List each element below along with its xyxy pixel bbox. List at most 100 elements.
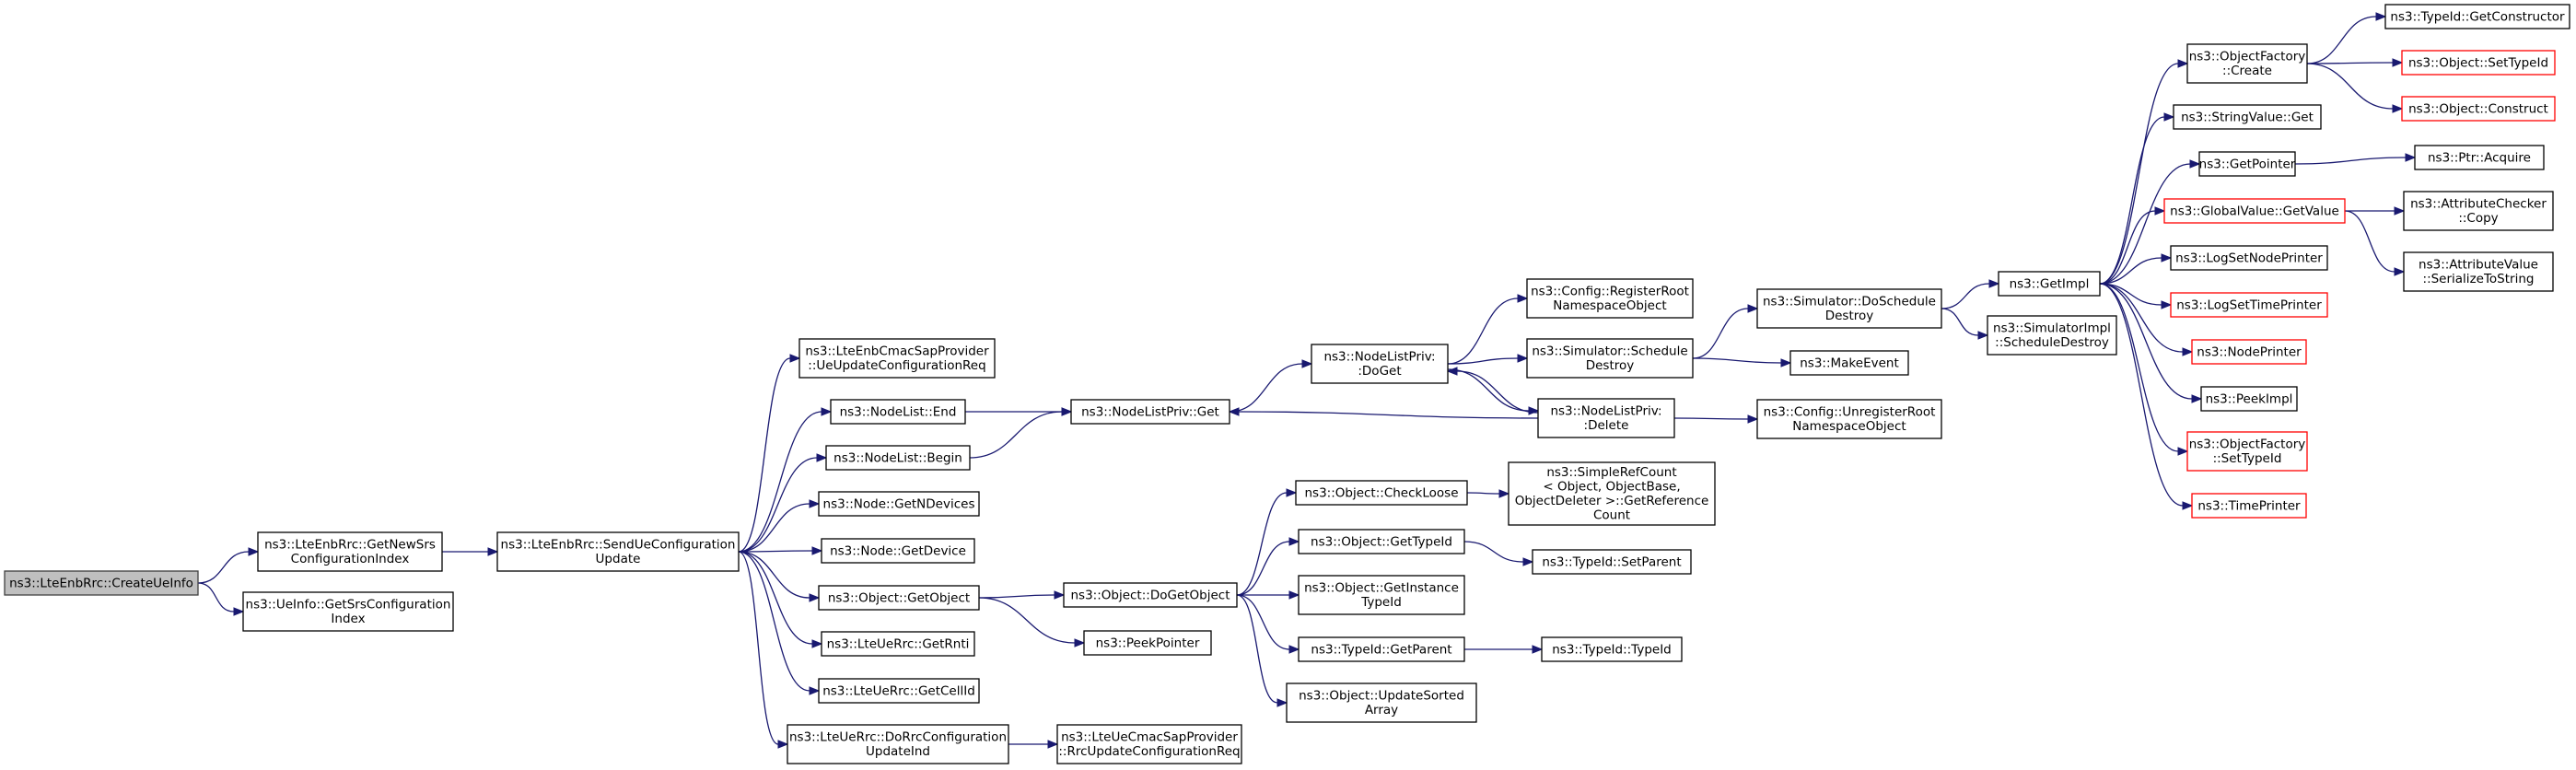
function-node-object-dogetobject[interactable]: ns3::Object::DoGetObject (1063, 582, 1238, 608)
call-edge (1692, 357, 1792, 368)
edge-arrowhead (1276, 698, 1288, 707)
function-node-ptr-acquire[interactable]: ns3::Ptr::Acquire (2414, 145, 2545, 170)
function-node-typeid-getparent[interactable]: ns3::TypeId::GetParent (1298, 636, 1465, 662)
edge-arrowhead (2191, 394, 2203, 403)
call-edge (738, 499, 821, 553)
call-edge (969, 407, 1073, 459)
node-box (1526, 278, 1694, 319)
function-node-nodelistpriv-get[interactable]: ns3::NodeListPriv::Get (1070, 399, 1230, 425)
node-label-line: ns3::Object::GetTypeId (1311, 534, 1452, 549)
function-node-typeid-getconstructor[interactable]: ns3::TypeId::GetConstructor (2384, 4, 2570, 29)
node-box (4, 570, 199, 596)
node-box (1298, 636, 1465, 662)
node-label-line: ns3::LteUeRrc::DoRrcConfiguration (789, 730, 1007, 745)
function-node-nodelist-end[interactable]: ns3::NodeList::End (830, 399, 966, 425)
function-node-nodelistpriv-doget[interactable]: ns3::NodeListPriv::DoGet (1311, 344, 1449, 384)
function-node-logsetnodeprinter[interactable]: ns3::LogSetNodePrinter (2170, 245, 2328, 271)
function-node-stringvalue-get[interactable]: ns3::StringValue::Get (2173, 104, 2322, 130)
function-node-timeprinter[interactable]: ns3::TimePrinter (2191, 493, 2307, 519)
function-node-peek-pointer[interactable]: ns3::PeekPointer (1083, 630, 1212, 656)
edge-line (738, 550, 813, 553)
function-node-lteuerrc-getcellid[interactable]: ns3::LteUeRrc::GetCellId (818, 678, 980, 704)
edge-line (2306, 16, 2377, 64)
edge-line (2306, 63, 2394, 110)
function-node-object-construct[interactable]: ns3::Object::Construct (2401, 96, 2556, 122)
function-node-objectfactory-settypeid[interactable]: ns3::ObjectFactory::SetTypeId (2186, 431, 2308, 472)
function-node-simplerefcount-get[interactable]: ns3::SimpleRefCount< Object, ObjectBase,… (1508, 461, 1716, 526)
function-node-cmac-ue-update[interactable]: ns3::LteEnbCmacSapProvider::UeUpdateConf… (798, 338, 996, 379)
call-edge (2306, 12, 2387, 64)
function-node-logsettimeprinter[interactable]: ns3::LogSetTimePrinter (2170, 292, 2328, 318)
function-node-peekimpl[interactable]: ns3::PeekImpl (2200, 386, 2298, 412)
node-label-line: ns3::MakeEvent (1800, 356, 1899, 370)
function-node-attributevalue-serialize[interactable]: ns3::AttributeValue::SerializeToString (2403, 251, 2554, 292)
edge-line (738, 457, 818, 553)
edge-line (969, 411, 1063, 459)
function-node-nodelistpriv-delete[interactable]: ns3::NodeListPriv::Delete (1537, 398, 1675, 438)
call-edge (2099, 159, 2201, 285)
call-edge (2099, 283, 2173, 309)
edge-line (1673, 417, 1749, 420)
function-node-attributechecker-copy[interactable]: ns3::AttributeChecker::Copy (2403, 191, 2554, 231)
call-edge (2294, 153, 2417, 165)
node-box (2186, 43, 2308, 84)
edge-line (2099, 63, 2179, 285)
function-node-cmac-rrc-update[interactable]: ns3::LteUeCmacSapProvider::RrcUpdateConf… (1056, 724, 1242, 764)
node-label-line: ns3::LteEnbRrc::CreateUeInfo (9, 576, 193, 590)
edge-arrowhead (811, 546, 823, 555)
function-node-object-gettypeid[interactable]: ns3::Object::GetTypeId (1298, 529, 1465, 554)
function-node-object-settypeid[interactable]: ns3::Object::SetTypeId (2401, 50, 2556, 76)
call-edge (738, 407, 833, 553)
function-node-simimpl-schedule-destroy[interactable]: ns3::SimulatorImpl::ScheduleDestroy (1987, 315, 2117, 356)
function-node-simulator-schedule-destroy[interactable]: ns3::Simulator::ScheduleDestroy (1526, 338, 1694, 379)
function-node-node-getndevices[interactable]: ns3::Node::GetNDevices (818, 491, 980, 517)
call-edge (2099, 253, 2173, 285)
edge-arrowhead (2154, 206, 2166, 216)
function-node-lteuerrc-dorrc[interactable]: ns3::LteUeRrc::DoRrcConfigurationUpdateI… (787, 724, 1009, 764)
edge-line (1941, 283, 1990, 309)
function-node-getpointer[interactable]: ns3::GetPointer (2198, 151, 2296, 177)
function-node-object-checkloose[interactable]: ns3::Object::CheckLoose (1295, 480, 1468, 506)
function-node-typeid-typeid[interactable]: ns3::TypeId::TypeId (1541, 636, 1683, 662)
node-box (1298, 575, 1465, 615)
node-label-line: ::SerializeToString (2423, 272, 2535, 286)
edge-line (2344, 210, 2395, 273)
call-edge (2099, 283, 2189, 456)
call-edge (1229, 359, 1313, 413)
function-node-make-event[interactable]: ns3::MakeEvent (1789, 350, 1909, 376)
node-label-line: NamespaceObject (1792, 419, 1906, 434)
function-node-nodelist-begin[interactable]: ns3::NodeList::Begin (825, 445, 971, 471)
node-label-line: ns3::Simulator::Schedule (1532, 344, 1687, 359)
call-edge (738, 551, 821, 695)
edge-arrowhead (248, 547, 260, 556)
edge-arrowhead (1528, 406, 1540, 415)
function-node-node-getdevice[interactable]: ns3::Node::GetDevice (821, 538, 975, 564)
function-node-getimpl[interactable]: ns3::GetImpl (1998, 271, 2101, 297)
node-box (818, 585, 980, 611)
function-node-get-new-srs[interactable]: ns3::LteEnbRrc::GetNewSrsConfigurationIn… (257, 531, 443, 572)
edge-line (1238, 411, 1539, 419)
function-node-create-ue-info: ns3::LteEnbRrc::CreateUeInfo (4, 570, 199, 596)
node-label-line: ns3::GetImpl (2010, 276, 2090, 291)
node-label-line: ns3::Object::GetInstance (1304, 581, 1459, 596)
function-node-nodeprinter[interactable]: ns3::NodePrinter (2191, 339, 2307, 365)
edge-arrowhead (816, 453, 828, 462)
function-node-send-ue-config[interactable]: ns3::LteEnbRrc::SendUeConfigurationUpdat… (496, 531, 740, 572)
edge-line (2099, 283, 2193, 400)
function-node-typeid-setparent[interactable]: ns3::TypeId::SetParent (1532, 549, 1692, 575)
function-node-objectfactory-create[interactable]: ns3::ObjectFactory::Create (2186, 43, 2308, 84)
node-box (2170, 292, 2328, 318)
function-node-globalvalue-getvalue[interactable]: ns3::GlobalValue::GetValue (2163, 198, 2346, 224)
function-node-config-unregister[interactable]: ns3::Config::UnregisterRootNamespaceObje… (1756, 399, 1942, 439)
node-box (2173, 104, 2322, 130)
function-node-lteuerrc-getrnti[interactable]: ns3::LteUeRrc::GetRnti (821, 631, 975, 657)
edge-line (738, 411, 822, 553)
function-node-object-getobject[interactable]: ns3::Object::GetObject (818, 585, 980, 611)
node-label-line: ConfigurationIndex (291, 552, 410, 566)
node-label-line: ns3::StringValue::Get (2181, 110, 2314, 124)
